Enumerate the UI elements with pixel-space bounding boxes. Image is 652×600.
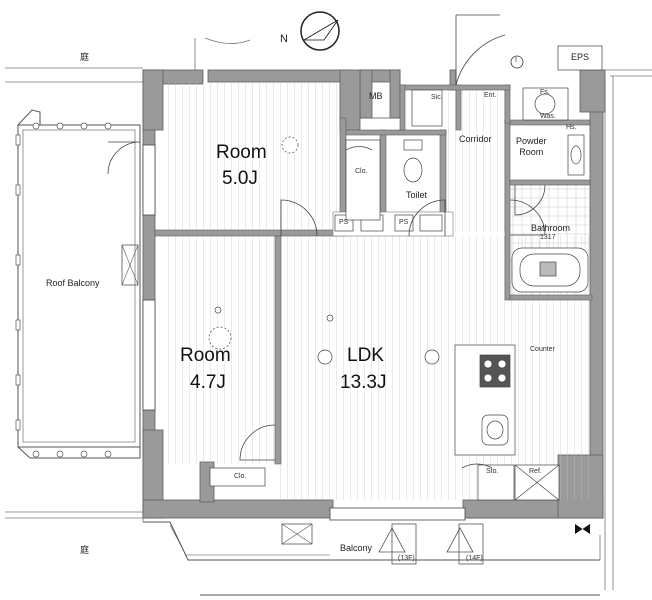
site-outline bbox=[5, 37, 652, 590]
sic-label: Sic. bbox=[431, 94, 443, 101]
fs-label: Fs. bbox=[540, 89, 550, 96]
corridor-floor bbox=[445, 90, 510, 232]
ac-label-14f: (14F) bbox=[466, 555, 483, 562]
eps-box bbox=[557, 45, 603, 71]
corridor-label: Corridor bbox=[459, 134, 492, 144]
refrigerator-label: Ref. bbox=[529, 468, 542, 475]
compass-n-label: N bbox=[280, 33, 288, 45]
closet-label-2: Clo. bbox=[234, 473, 247, 480]
ent-label: Ent. bbox=[484, 92, 497, 99]
hs-label: Hs. bbox=[566, 124, 577, 131]
garden-label-bottom: 庭 bbox=[80, 545, 90, 555]
mb-label: MB bbox=[369, 91, 383, 101]
entrance-marker-icon bbox=[510, 55, 524, 69]
bowtie-marker-icon bbox=[575, 524, 590, 534]
doors bbox=[107, 14, 546, 469]
bath-size-label: 1317 bbox=[540, 234, 556, 241]
room2-size: 4.7J bbox=[190, 372, 226, 393]
compass-icon bbox=[300, 11, 340, 51]
room2-floor bbox=[163, 236, 275, 464]
ldk-size: 13.3J bbox=[340, 372, 387, 393]
ac-label-13f: (13F) bbox=[398, 555, 415, 562]
room2-name: Room bbox=[180, 345, 231, 366]
interior-walls bbox=[154, 84, 593, 465]
entrance-marker-label: I bbox=[515, 57, 517, 64]
ps-label-1: PS bbox=[339, 219, 349, 226]
closet-label: Clo. bbox=[355, 168, 368, 175]
roof-balcony-label: Roof Balcony bbox=[46, 278, 100, 288]
roof-balcony bbox=[15, 109, 141, 459]
room1-name: Room bbox=[216, 142, 267, 163]
room1-floor bbox=[163, 82, 340, 232]
fixtures bbox=[208, 87, 589, 501]
ldk-name: LDK bbox=[347, 345, 384, 366]
ps-label-2: PS bbox=[399, 219, 409, 226]
windows bbox=[142, 144, 466, 521]
room1-size: 5.0J bbox=[222, 168, 258, 189]
bathroom-label: Bathroom bbox=[531, 223, 571, 233]
balcony bbox=[143, 517, 600, 596]
was-label: Was. bbox=[540, 113, 556, 120]
eps-label: EPS bbox=[571, 52, 590, 62]
balcony-label: Balcony bbox=[340, 543, 373, 553]
counter-label: Counter bbox=[530, 346, 555, 353]
powder-room-label: Powder Room bbox=[516, 136, 547, 157]
toilet-label: Toilet bbox=[406, 190, 428, 200]
garden-label-top: 庭 bbox=[80, 52, 90, 62]
storage-label: Sto. bbox=[486, 468, 499, 475]
